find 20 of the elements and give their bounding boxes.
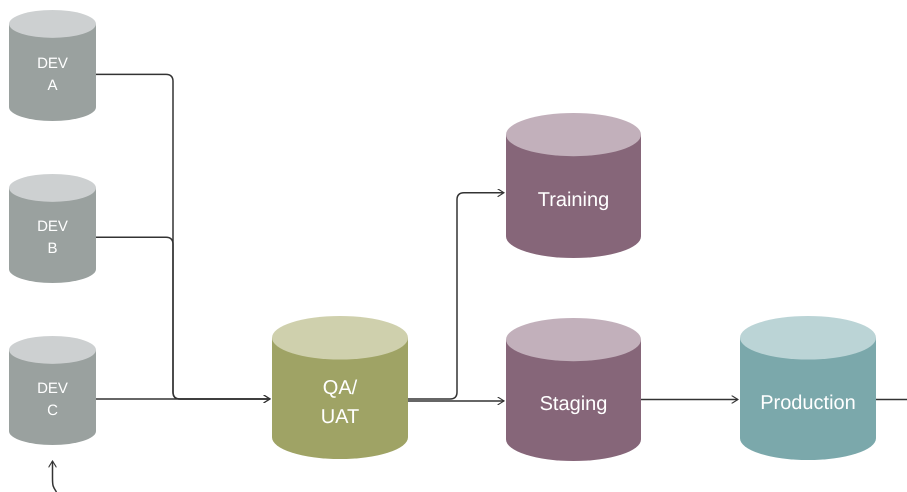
database-cylinder <box>272 316 408 459</box>
node-label: DEV C <box>36 379 69 422</box>
database-cylinder <box>9 336 96 445</box>
database-cylinder <box>506 113 641 258</box>
arrow <box>408 396 505 406</box>
connector-line <box>876 398 907 400</box>
arrow <box>408 188 505 400</box>
arrow <box>96 394 271 404</box>
node-label: QA/ UAT <box>320 376 360 430</box>
node-label: Training <box>538 188 610 214</box>
node-label: Production <box>760 390 856 416</box>
database-cylinder <box>740 316 876 460</box>
arrow <box>641 394 739 404</box>
database-cylinder <box>9 174 96 283</box>
node-label: Staging <box>540 392 608 418</box>
node-label: DEV B <box>36 217 69 260</box>
database-cylinder <box>506 318 641 461</box>
node-label: DEV A <box>36 54 69 96</box>
database-cylinder <box>9 10 96 121</box>
arrow <box>48 460 58 492</box>
